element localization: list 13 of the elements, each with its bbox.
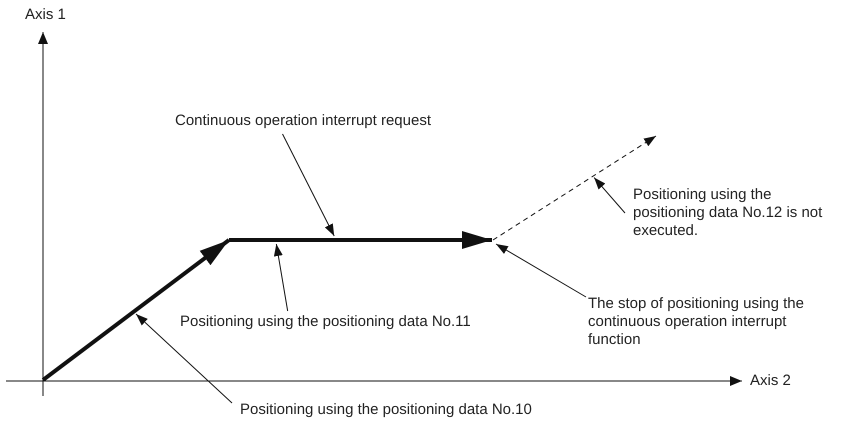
leader-line: [282, 134, 335, 236]
leader-line: [136, 314, 232, 404]
callout-text: Positioning using the positioning data No.11: [180, 313, 471, 331]
callout-text: Positioning using the positioning data No.12 is not executed.: [633, 186, 833, 240]
axis-label: Axis 2: [750, 372, 791, 390]
callout-text: Continuous operation interrupt request: [175, 112, 431, 130]
motion-path-arrow: [229, 231, 492, 249]
leader-line: [274, 244, 288, 312]
callout-text: The stop of positioning using the continuous operation interrupt function: [588, 295, 838, 349]
leader-line: [594, 177, 626, 214]
callout-text: Positioning using the positioning data No.10: [240, 401, 532, 419]
axis-label: Axis 1: [25, 6, 66, 24]
leader-line: [496, 244, 586, 298]
